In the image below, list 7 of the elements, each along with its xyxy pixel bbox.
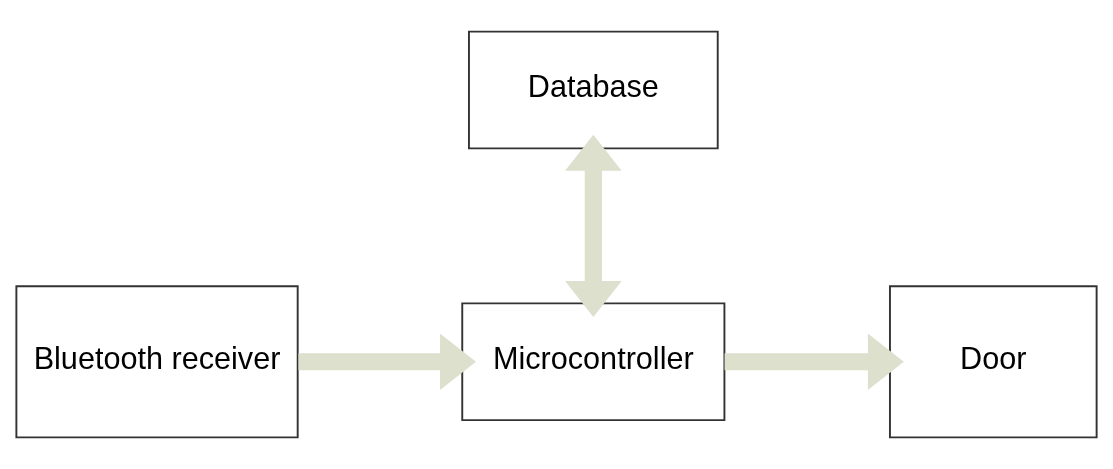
arrow — [565, 134, 622, 317]
node-box: Bluetooth receiver — [15, 285, 299, 439]
node-box: Door — [889, 285, 1098, 439]
node-box: Microcontroller — [461, 302, 726, 422]
node-box: Database — [468, 30, 719, 150]
arrow — [724, 333, 904, 391]
arrow — [298, 333, 476, 391]
